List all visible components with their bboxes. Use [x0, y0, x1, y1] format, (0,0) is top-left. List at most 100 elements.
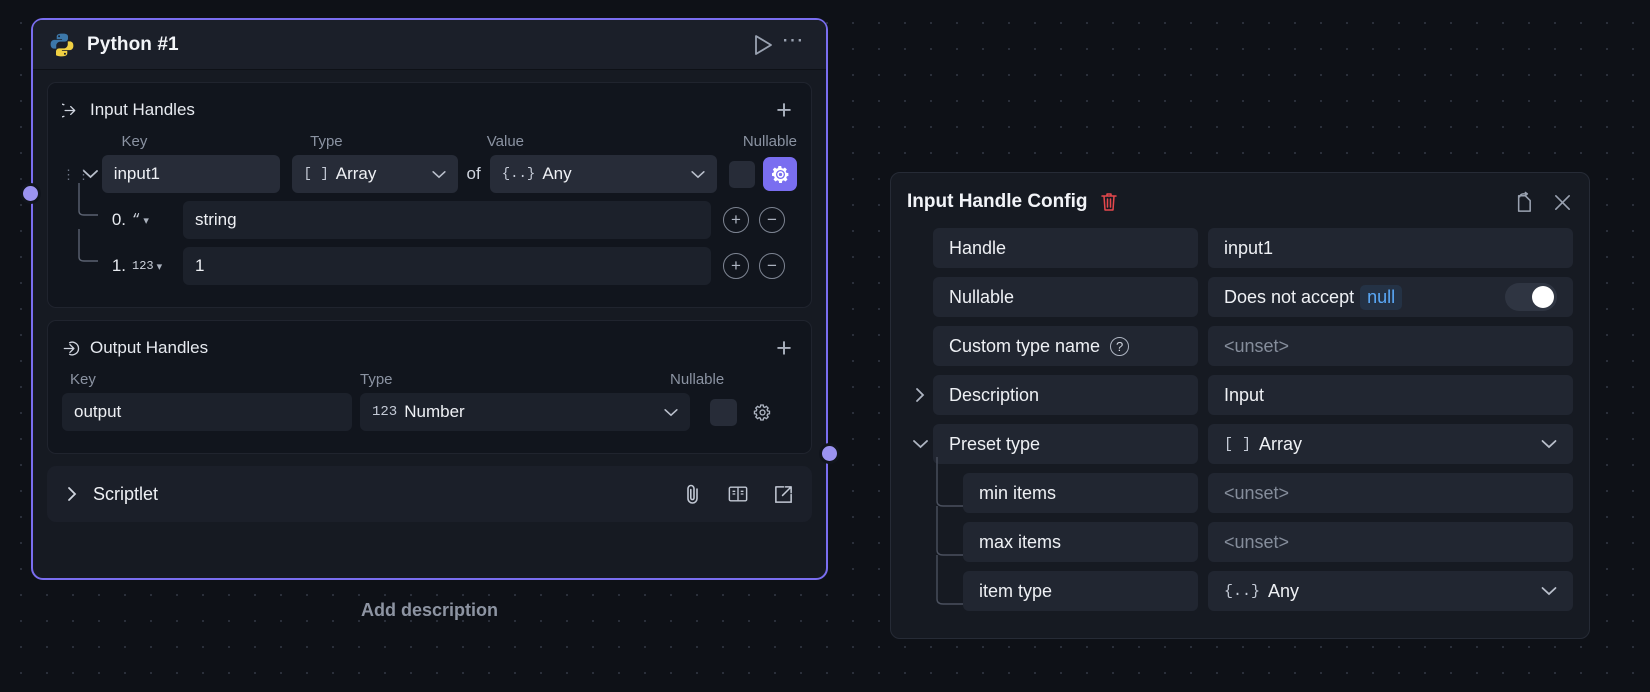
help-icon[interactable]: ? — [1110, 336, 1130, 356]
item-value-input[interactable]: 1 — [183, 247, 711, 285]
config-row-description[interactable]: Description Input — [907, 375, 1573, 415]
docs-button[interactable] — [727, 484, 749, 504]
config-label: max items — [963, 522, 1198, 562]
input-key-field[interactable]: input1 — [101, 155, 280, 193]
input-item-type-select[interactable]: {..} Any — [489, 155, 717, 193]
handle-name-field[interactable]: input1 — [1208, 228, 1573, 268]
open-external-icon — [775, 485, 792, 503]
input-handle-config-panel[interactable]: Input Handle Config Hand — [890, 172, 1590, 639]
config-row-item-type[interactable]: item type {..} Any — [907, 555, 1573, 611]
handle-name-value: input1 — [1224, 237, 1274, 258]
input-columns: Key Type Value Nullable — [62, 131, 797, 155]
nullable-toggle[interactable] — [1505, 283, 1557, 311]
any-type-icon: {..} — [1224, 582, 1261, 600]
item-type-select[interactable]: “ ▾ — [132, 212, 174, 228]
input-handle-row[interactable]: ⋮⋮ input1 [ ] Array of {..} Any — [62, 155, 797, 193]
tree-connector — [936, 457, 963, 507]
close-icon — [1555, 194, 1570, 210]
config-row-custom-type-name[interactable]: Custom type name ? <unset> — [907, 326, 1573, 366]
col-type: Type — [360, 371, 393, 388]
input-handles-section: Input Handles + Key Type Value Nullable … — [47, 82, 812, 308]
config-row-preset-type[interactable]: Preset type [ ] Array — [907, 424, 1573, 464]
input-connection-handle[interactable] — [19, 183, 41, 204]
chevron-right-icon — [916, 388, 925, 402]
add-input-handle-button[interactable]: + — [776, 95, 792, 125]
nullable-text: Does not accept — [1224, 286, 1355, 307]
add-description-button[interactable]: Add description — [360, 600, 498, 620]
remove-item-button[interactable]: − — [759, 207, 785, 233]
input-type-select[interactable]: [ ] Array — [291, 155, 458, 193]
output-handle-row[interactable]: output 123 Number — [62, 393, 797, 431]
close-panel-button[interactable] — [1552, 192, 1573, 213]
chevron-down-icon — [1541, 440, 1557, 449]
input-handle-config-button[interactable] — [763, 157, 797, 191]
input-item-type-value: Any — [542, 164, 572, 183]
add-item-button[interactable]: + — [723, 207, 749, 233]
null-badge: null — [1360, 284, 1403, 310]
col-type: Type — [310, 133, 343, 150]
toggle-knob — [1532, 286, 1554, 308]
input-value-item[interactable]: 0. “ ▾ string + − — [62, 183, 797, 239]
chevron-down-icon: ▾ — [156, 260, 163, 273]
max-items-value: <unset> — [1224, 531, 1290, 552]
max-items-field[interactable]: <unset> — [1208, 522, 1573, 562]
config-row-handle[interactable]: Handle input1 — [907, 228, 1573, 268]
remove-item-button[interactable]: − — [759, 253, 785, 279]
col-key: Key — [121, 133, 148, 150]
config-label: min items — [963, 473, 1198, 513]
description-field[interactable]: Input — [1208, 375, 1573, 415]
collapse-preset-type-button[interactable] — [907, 439, 933, 449]
chevron-down-icon[interactable] — [80, 169, 102, 179]
open-editor-button[interactable] — [773, 484, 794, 505]
delete-handle-button[interactable] — [1099, 191, 1119, 213]
output-connection-handle[interactable] — [818, 443, 840, 464]
output-columns: Key Type Nullable — [62, 369, 797, 393]
config-row-max-items[interactable]: max items <unset> — [907, 506, 1573, 562]
any-type-icon: {..} — [501, 166, 536, 182]
output-handle-config-button[interactable] — [745, 395, 779, 429]
number-type-icon: 123 — [372, 404, 398, 420]
trash-icon — [1101, 193, 1118, 211]
output-nullable-checkbox[interactable] — [710, 398, 737, 426]
arrow-into-bracket-icon — [62, 103, 76, 117]
config-panel-title: Input Handle Config — [907, 191, 1088, 212]
number-type-icon: 123 — [132, 259, 154, 273]
item-type-select[interactable]: {..} Any — [1208, 571, 1573, 611]
col-nullable: Nullable — [670, 371, 725, 388]
input-nullable-checkbox[interactable] — [728, 160, 756, 188]
config-row-nullable[interactable]: Nullable Does not accept null — [907, 277, 1573, 317]
item-type-select[interactable]: 123 ▾ — [132, 259, 174, 273]
expand-description-button[interactable] — [907, 387, 933, 403]
duplicate-handle-button[interactable] — [1511, 191, 1534, 214]
play-icon — [755, 34, 772, 55]
drag-handle-icon[interactable]: ⋮⋮ — [62, 166, 92, 182]
min-items-field[interactable]: <unset> — [1208, 473, 1573, 513]
output-key-field[interactable]: output — [62, 393, 352, 431]
preset-type-select[interactable]: [ ] Array — [1208, 424, 1573, 464]
custom-type-name-field[interactable]: <unset> — [1208, 326, 1573, 366]
item-index: 0. — [111, 210, 126, 229]
config-panel-header: Input Handle Config — [907, 185, 1573, 219]
item-value-input[interactable]: string — [183, 201, 711, 239]
config-label: Preset type — [933, 424, 1198, 464]
input-handles-title: Input Handles — [90, 100, 195, 119]
input-value-item[interactable]: 1. 123 ▾ 1 + − — [62, 229, 797, 285]
nullable-control[interactable]: Does not accept null — [1208, 277, 1573, 317]
node-header[interactable]: Python #1 ⋯ — [33, 20, 826, 70]
output-type-select[interactable]: 123 Number — [360, 393, 690, 431]
chevron-right-icon[interactable] — [61, 486, 83, 502]
chevron-down-icon — [691, 170, 705, 178]
add-output-handle-button[interactable]: + — [776, 333, 792, 363]
add-item-button[interactable]: + — [723, 253, 749, 279]
tree-connector — [936, 506, 963, 556]
attach-file-button[interactable] — [683, 483, 703, 505]
python-node[interactable]: Python #1 ⋯ Input Handles + — [19, 18, 840, 580]
scriptlet-section[interactable]: Scriptlet — [47, 466, 812, 522]
config-row-min-items[interactable]: min items <unset> — [907, 457, 1573, 513]
node-menu-button[interactable]: ⋯ — [778, 27, 808, 60]
input-type-value: Array — [335, 164, 377, 183]
run-node-button[interactable] — [748, 30, 778, 60]
chevron-down-icon: ▾ — [143, 214, 149, 227]
node-title: Python #1 — [87, 33, 179, 55]
